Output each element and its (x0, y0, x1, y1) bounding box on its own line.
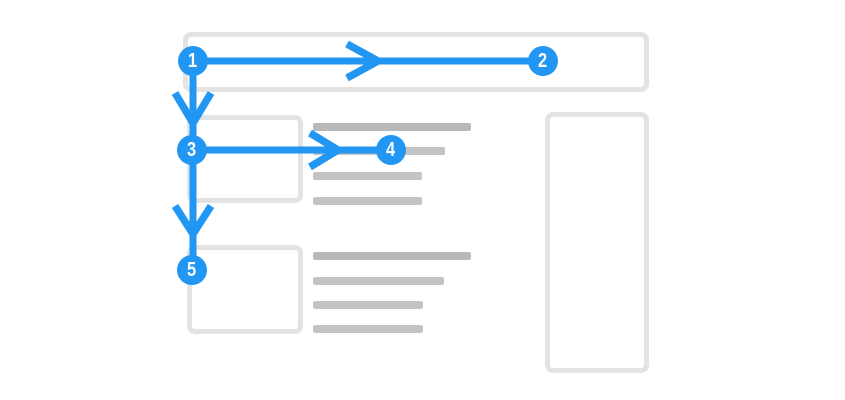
step-badge-5: 5 (177, 255, 207, 285)
wireframe-thumbnail-1 (187, 115, 303, 203)
step-badge-4: 4 (376, 135, 406, 165)
text-line-bar (313, 301, 423, 309)
text-line-bar (313, 123, 471, 131)
text-line-bar (313, 197, 422, 205)
text-line-bar (313, 277, 444, 285)
step-badge-1: 1 (178, 46, 208, 76)
arrow-down-icon (171, 203, 215, 241)
wireframe-thumbnail-2 (187, 245, 303, 334)
step-badge-label: 4 (386, 138, 396, 161)
step-badge-label: 3 (187, 138, 197, 161)
text-line-bar (313, 172, 422, 180)
step-badge-label: 2 (538, 49, 548, 72)
wireframe-header-box (183, 32, 649, 92)
wireframe-sidebar-box (545, 112, 649, 373)
text-line-bar (313, 325, 423, 333)
step-badge-label: 1 (188, 49, 198, 72)
step-badge-3: 3 (177, 135, 207, 165)
text-line-bar (313, 252, 471, 260)
step-badge-2: 2 (528, 46, 558, 76)
step-badge-label: 5 (187, 258, 197, 281)
